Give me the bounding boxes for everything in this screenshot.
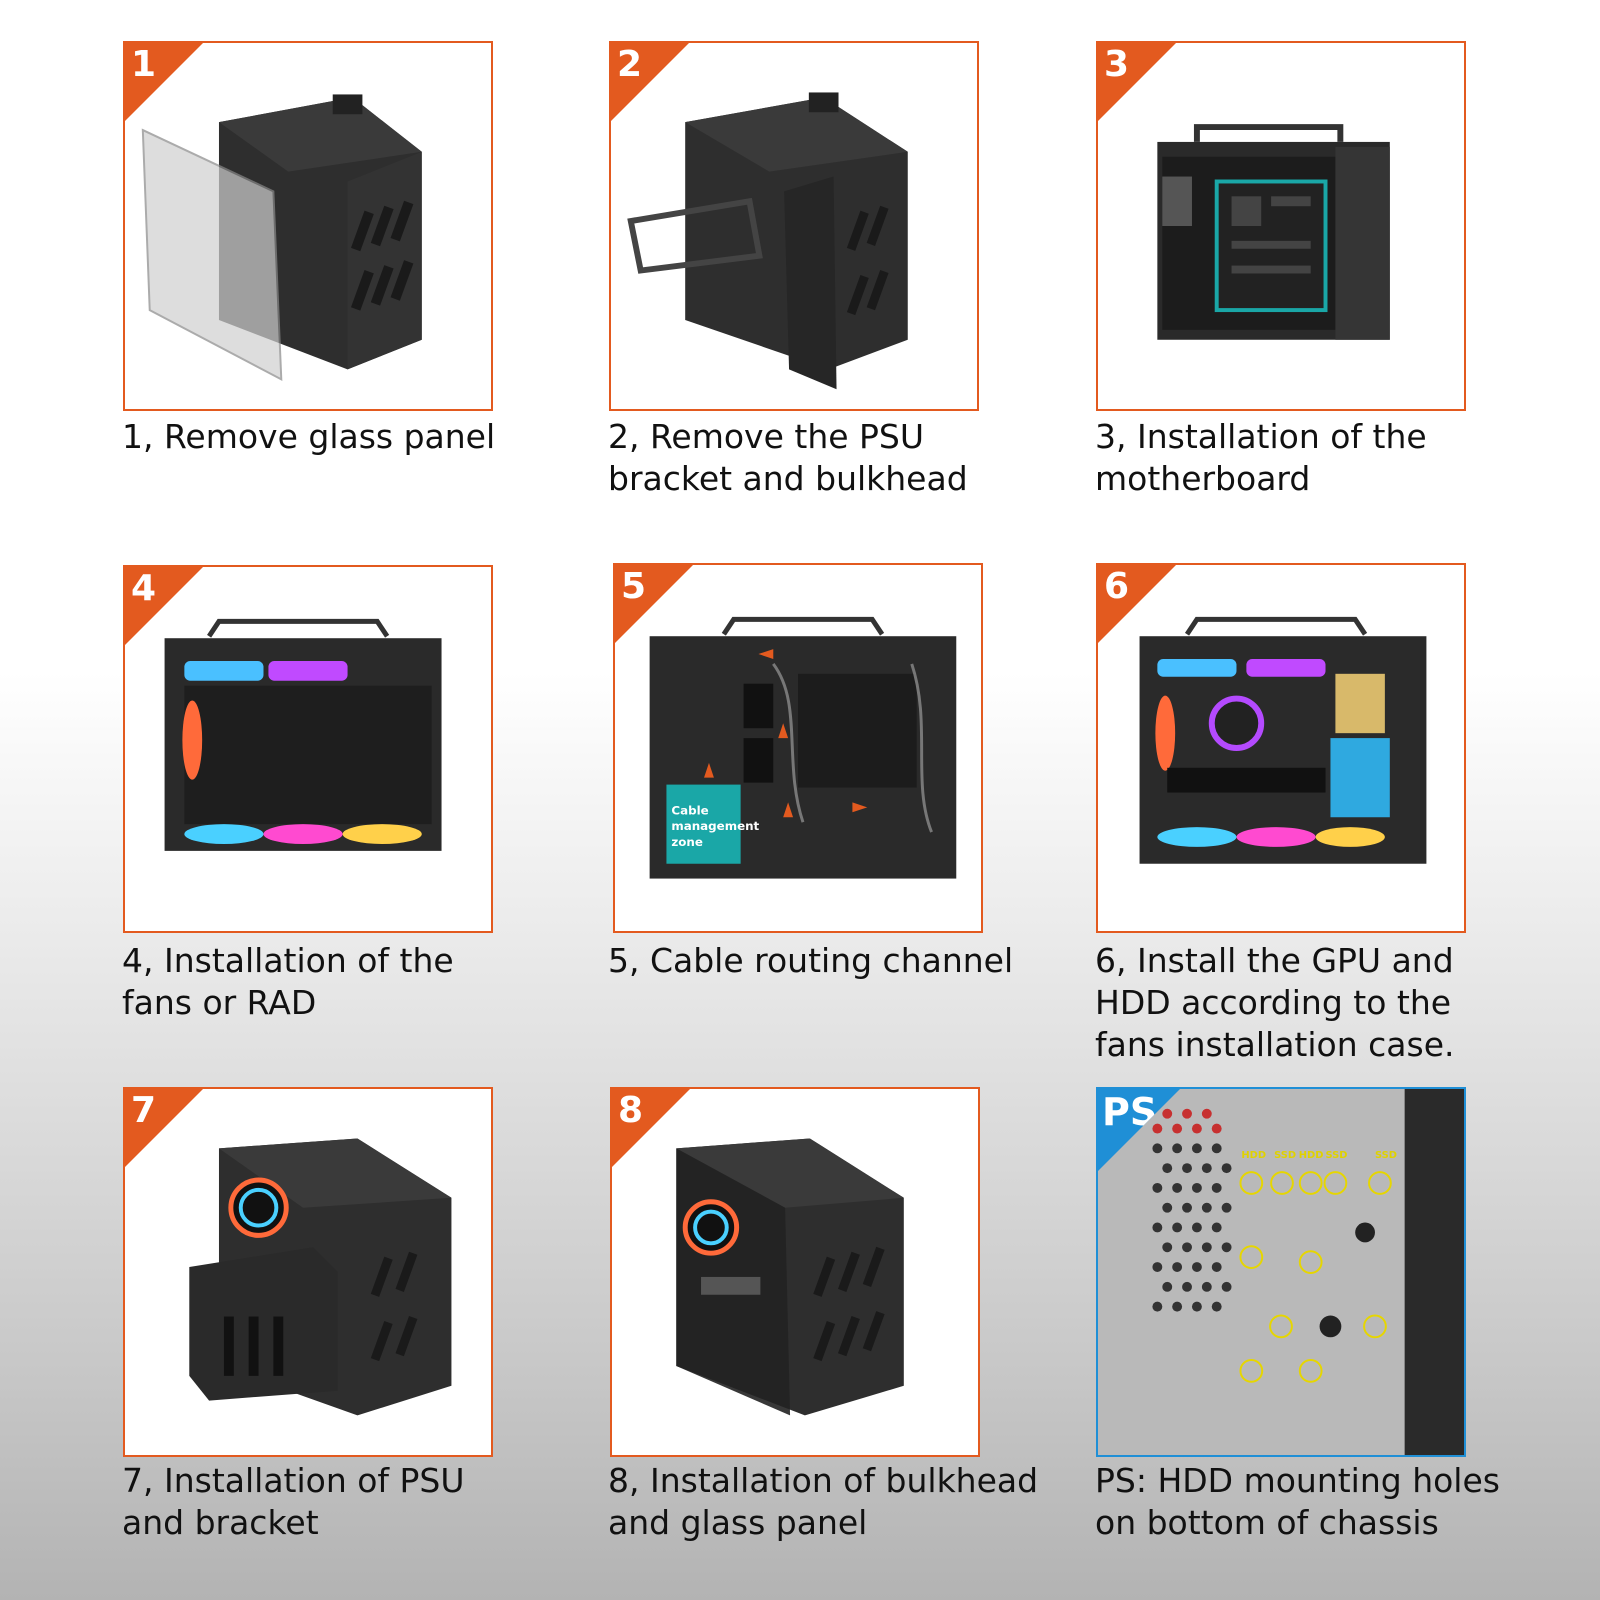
- case-cable-routing-illustration: Cable management zone: [649, 616, 957, 879]
- step-3-caption: 3, Installation of the motherboard: [1095, 417, 1427, 498]
- svg-text:SSD: SSD: [1375, 1150, 1397, 1161]
- step-7-panel: 7: [123, 1087, 493, 1457]
- svg-text:SSD: SSD: [1274, 1150, 1296, 1161]
- svg-text:zone: zone: [671, 835, 703, 849]
- step-2-caption: 2, Remove the PSU bracket and bulkhead: [608, 417, 968, 498]
- step-6-panel: 6: [1096, 563, 1466, 933]
- step-3-panel: 3: [1096, 41, 1466, 411]
- step-8-caption: 8, Installation of bulkhead and glass pa…: [608, 1461, 1039, 1542]
- step-7-caption: 7, Installation of PSU and bracket: [122, 1461, 465, 1542]
- case-glass-install-illustration: [676, 1138, 904, 1416]
- cable-management-zone: [666, 784, 741, 864]
- step-4-caption: 4, Installation of the fans or RAD: [122, 941, 454, 1022]
- step-1-panel: 1: [123, 41, 493, 411]
- svg-text:SSD: SSD: [1326, 1150, 1348, 1161]
- svg-text:HDD: HDD: [1299, 1150, 1324, 1161]
- case-psu-bracket-illustration: [627, 92, 908, 390]
- step-1-caption: 1, Remove glass panel: [122, 417, 496, 456]
- case-fans-illustration: [164, 618, 442, 851]
- step-5-panel: Cable management zone 5: [613, 563, 983, 933]
- case-motherboard-illustration: [1157, 124, 1390, 340]
- hdd-mounting-holes-illustration: HDD SSD HDD SSD SSD: [1098, 1089, 1464, 1455]
- case-psu-install-illustration: [189, 1138, 452, 1416]
- ps-panel: HDD SSD HDD SSD SSD PS: [1096, 1087, 1466, 1457]
- step-8-panel: 8: [610, 1087, 980, 1457]
- step-6-caption: 6, Install the GPU and HDD according to …: [1095, 941, 1455, 1064]
- svg-text:Cable: Cable: [671, 803, 708, 817]
- step-5-caption: 5, Cable routing channel: [608, 941, 1014, 980]
- svg-text:management: management: [671, 819, 759, 833]
- step-4-panel: 4: [123, 565, 493, 933]
- ps-caption: PS: HDD mounting holes on bottom of chas…: [1095, 1461, 1500, 1542]
- svg-text:HDD: HDD: [1241, 1150, 1266, 1161]
- step-2-panel: 2: [609, 41, 979, 411]
- case-gpu-hdd-illustration: [1139, 616, 1427, 864]
- case-glass-panel-illustration: [141, 94, 422, 382]
